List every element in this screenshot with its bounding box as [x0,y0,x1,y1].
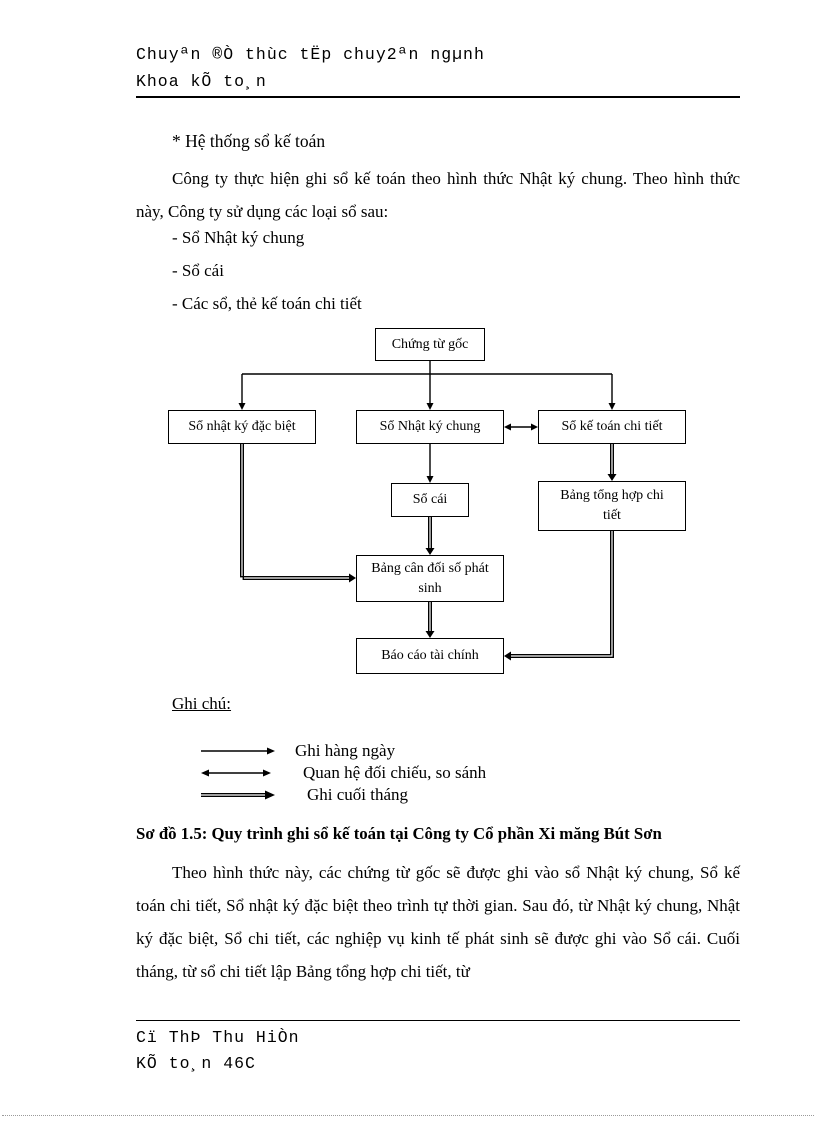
flowchart-box-bang-can-doi: Bảng cân đối số phát sinh [356,555,504,602]
flowchart-box-chung-tu-goc: Chứng từ gốc [375,328,485,361]
section-heading: * Hệ thống sổ kế toán [172,131,326,151]
legend-item-label: Quan hệ đối chiếu, so sánh [303,763,487,782]
bullet-item-3: - Các sổ, thẻ kế toán chi tiết [172,294,362,313]
flowchart-box-bao-cao-tai-chinh: Báo cáo tài chính [356,638,504,674]
footer-line-1: Cï ThÞ Thu HiÒn [136,1028,300,1047]
flowchart-box-so-nhat-ky-chung: Sổ Nhật ký chung [356,410,504,444]
header-line-2: Khoa kÕ to¸n [136,72,267,91]
paragraph-body: Theo hình thức này, các chứng từ gốc sẽ … [136,863,740,981]
thick-arrow-icon [201,790,275,800]
bullet-item-1: - Sổ Nhật ký chung [172,228,305,247]
flowchart-box-bang-tong-hop: Bảng tổng hợp chi tiết [538,481,686,531]
header-rule [136,96,740,98]
legend-item-daily: Ghi hàng ngày [199,740,395,762]
bullet-item-2: - Sổ cái [172,261,224,280]
single-arrow-icon [201,747,275,755]
footer-rule [136,1020,740,1021]
double-headed-arrow-icon [201,769,271,777]
footer-line-2: KÕ to¸n 46C [136,1054,256,1073]
legend-item-compare: Quan hệ đối chiếu, so sánh [199,762,486,784]
header-line-1: Chuyªn ®Ò thùc tËp chuy2ªn ngµnh [136,45,485,64]
legend-item-label: Ghi cuối tháng [307,785,409,804]
flowchart-box-so-nhat-ky-dac-biet: Sổ nhật ký đặc biệt [168,410,316,444]
flowchart-box-so-ke-toan-chi-tiet: Sổ kế toán chi tiết [538,410,686,444]
page-bottom-dotted-line [2,1115,814,1116]
paragraph-intro: Công ty thực hiện ghi sổ kế toán theo hì… [136,169,740,221]
figure-caption: Sơ đồ 1.5: Quy trình ghi sổ kế toán tại … [136,824,662,843]
legend-title: Ghi chú: [172,694,232,713]
flowchart-box-so-cai: Sổ cái [391,483,469,517]
legend-item-monthly: Ghi cuối tháng [199,784,408,806]
legend-item-label: Ghi hàng ngày [295,741,396,760]
